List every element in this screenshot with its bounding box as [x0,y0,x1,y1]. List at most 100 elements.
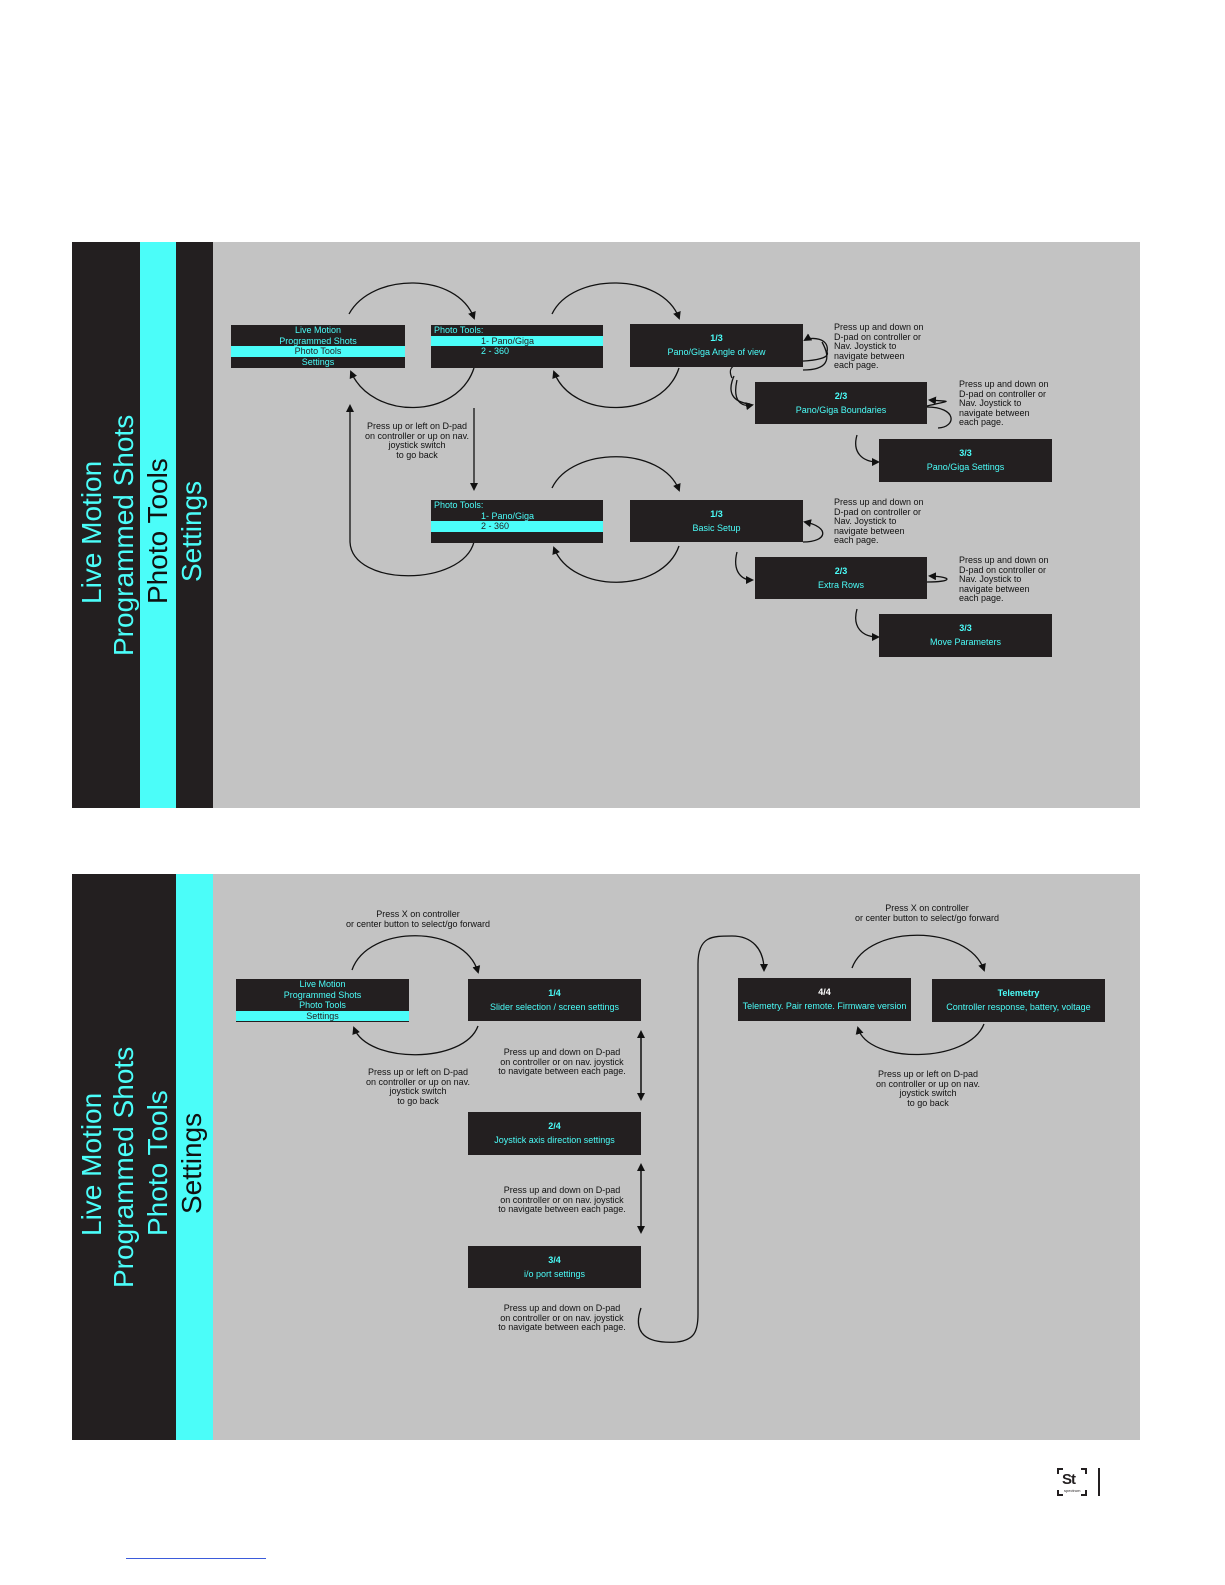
p360-page-1[interactable]: 1/3 Basic Setup [630,500,803,542]
menu-item-live-motion[interactable]: Live Motion [299,979,346,989]
nav-instruction: Press up and down on D-pad on controller… [492,1185,632,1215]
menu-item-live-motion[interactable]: Live Motion [294,325,342,335]
nav-instruction-line: Nav. Joystick to [834,516,897,526]
photo-tools-menu-360[interactable]: Photo Tools: 1- Pano/Giga 2 - 360 [431,500,603,543]
page-title: Extra Rows [817,580,864,590]
menu-item-360[interactable]: 2 - 360 [431,521,603,532]
photo-tools-header: Photo Tools: [434,325,484,335]
flow-arrows [346,282,952,641]
p360-page-3[interactable]: 3/3 Move Parameters [879,614,1052,657]
page-title: Basic Setup [692,523,741,533]
nav-instruction-line: each page. [959,417,1004,427]
back-instruction-line: on controller or up on nav. [366,1076,470,1087]
page-number: 2/3 [834,391,848,401]
nav-instruction-line: on controller or on nav. joystick [500,1194,624,1205]
nav-instruction-line: D-pad on controller or [959,564,1047,575]
back-instruction-line: to go back [396,449,438,460]
back-instruction: Press up or left on D-pad on controller … [867,1069,989,1108]
menu-item-photo-tools[interactable]: Photo Tools [231,346,405,357]
page-title: i/o port settings [523,1269,586,1279]
menu-item-programmed-shots[interactable]: Programmed Shots [283,989,362,1000]
logo-divider [1098,1468,1100,1496]
nav-instruction-line: to navigate between each page. [498,1066,626,1076]
page-number: 1/3 [710,509,723,519]
back-instruction: Press up or left on D-pad on controller … [357,1067,479,1106]
sidebar-stripe-dark [72,874,176,1440]
nav-instruction-line: Nav. Joystick to [834,341,897,351]
brand-logo-mark: St [1062,1471,1076,1488]
main-menu-screen[interactable]: Live Motion Programmed Shots Photo Tools… [236,979,409,1022]
back-instruction-line: Press up or left on D-pad [877,1069,979,1079]
menu-item-settings[interactable]: Settings [236,1010,409,1021]
nav-instruction-line: navigate between [834,525,905,536]
settings-page-3[interactable]: 3/4 i/o port settings [468,1246,641,1288]
page-number: Telemetry [997,988,1040,998]
page-number: 2/4 [548,1121,561,1131]
menu-item-pano-giga[interactable]: 1- Pano/Giga [431,335,603,346]
nav-instruction-line: D-pad on controller or [959,388,1047,399]
nav-instruction-line: on controller or on nav. joystick [500,1056,624,1067]
page-number: 2/3 [834,566,848,576]
nav-instruction-line: Press up and down on [834,497,924,507]
nav-instruction-line: Nav. Joystick to [959,574,1022,584]
back-instruction-line: on controller or up on nav. [876,1078,980,1089]
menu-item-programmed-shots[interactable]: Programmed Shots [279,335,357,346]
brand-logo-sub: spectrum [1064,1488,1081,1493]
menu-item-pano-giga[interactable]: 1- Pano/Giga [481,510,535,521]
nav-instruction: Press up and down on D-pad on controller… [834,322,924,371]
nav-instruction-line: D-pad on controller or [834,506,922,517]
page-number: 3/3 [959,623,972,633]
footer-link-underline [126,1558,266,1559]
photo-tools-diagram: Live Motion Programmed Shots Photo Tools… [72,242,1140,808]
back-instruction-line: joystick switch [389,1086,447,1096]
back-instruction-line: Press up or left on D-pad [367,1067,469,1077]
nav-instruction: Press up and down on D-pad on controller… [834,497,924,546]
back-instruction-line: to go back [397,1095,439,1106]
back-instruction-line: joystick switch [388,440,446,450]
back-instruction-line: on controller or up on nav. [365,430,469,441]
pano-page-2[interactable]: 2/3 Pano/Giga Boundaries [755,382,927,424]
nav-instruction-line: Press up and down on [834,322,924,332]
page-title: Controller response, battery, voltage [946,1002,1091,1012]
settings-page-4[interactable]: 4/4 Telemetry. Pair remote. Firmware ver… [738,978,911,1021]
main-menu-screen[interactable]: Live Motion Programmed Shots Photo Tools… [231,325,405,368]
p360-page-2[interactable]: 2/3 Extra Rows [755,557,927,599]
back-instruction-line: Press up or left on D-pad [366,421,468,431]
nav-instruction-line: Press up and down on [959,379,1049,389]
page-number: 3/4 [548,1255,561,1265]
forward-instruction-line: or center button to select/go forward [345,918,491,929]
nav-instruction-line: D-pad on controller or [834,331,922,342]
page-title: Joystick axis direction settings [494,1135,615,1145]
pano-page-1[interactable]: 1/3 Pano/Giga Angle of view [630,324,803,367]
telemetry-screen[interactable]: Telemetry Controller response, battery, … [932,979,1105,1022]
pano-page-3[interactable]: 3/3 Pano/Giga Settings [879,439,1052,482]
photo-tools-menu-pano[interactable]: Photo Tools: 1- Pano/Giga 2 - 360 [431,325,603,368]
forward-instruction-line: Press X on controller [376,909,460,919]
nav-instruction-line: to navigate between each page. [498,1322,626,1332]
page-number: 1/4 [548,988,561,998]
menu-item-photo-tools[interactable]: Photo Tools [299,1000,346,1010]
menu-item-settings[interactable]: Settings [301,356,335,367]
back-instruction-line: joystick switch [899,1088,957,1098]
nav-instruction-line: Press up and down on D-pad [503,1047,621,1057]
brand-logo-icon [1057,1468,1087,1496]
settings-page-1[interactable]: 1/4 Slider selection / screen settings [468,979,641,1021]
nav-instruction-line: on controller or on nav. joystick [500,1312,624,1323]
sidebar-stripe-settings [176,242,213,808]
nav-instruction-line: navigate between [959,583,1030,594]
back-instruction-line: to go back [907,1097,949,1108]
page-title: Pano/Giga Boundaries [795,405,887,415]
page-title: Telemetry. Pair remote. Firmware version [742,1001,907,1011]
nav-instruction-line: each page. [834,535,879,545]
settings-page-2[interactable]: 2/4 Joystick axis direction settings [468,1112,641,1155]
page-title: Pano/Giga Angle of view [667,347,766,357]
page-number: 4/4 [818,987,831,997]
back-instruction: Press up or left on D-pad on controller … [357,421,477,460]
menu-item-360[interactable]: 2 - 360 [481,346,510,356]
nav-instruction-line: each page. [834,360,879,370]
forward-instruction-line: Press X on controller [885,903,969,913]
forward-instruction: Press X on controller or center button t… [842,903,1012,923]
sidebar-stripe-settings [176,874,213,1440]
nav-instruction-line: Press up and down on D-pad [503,1185,621,1195]
settings-diagram: Live Motion Programmed Shots Photo Tools… [72,874,1140,1440]
